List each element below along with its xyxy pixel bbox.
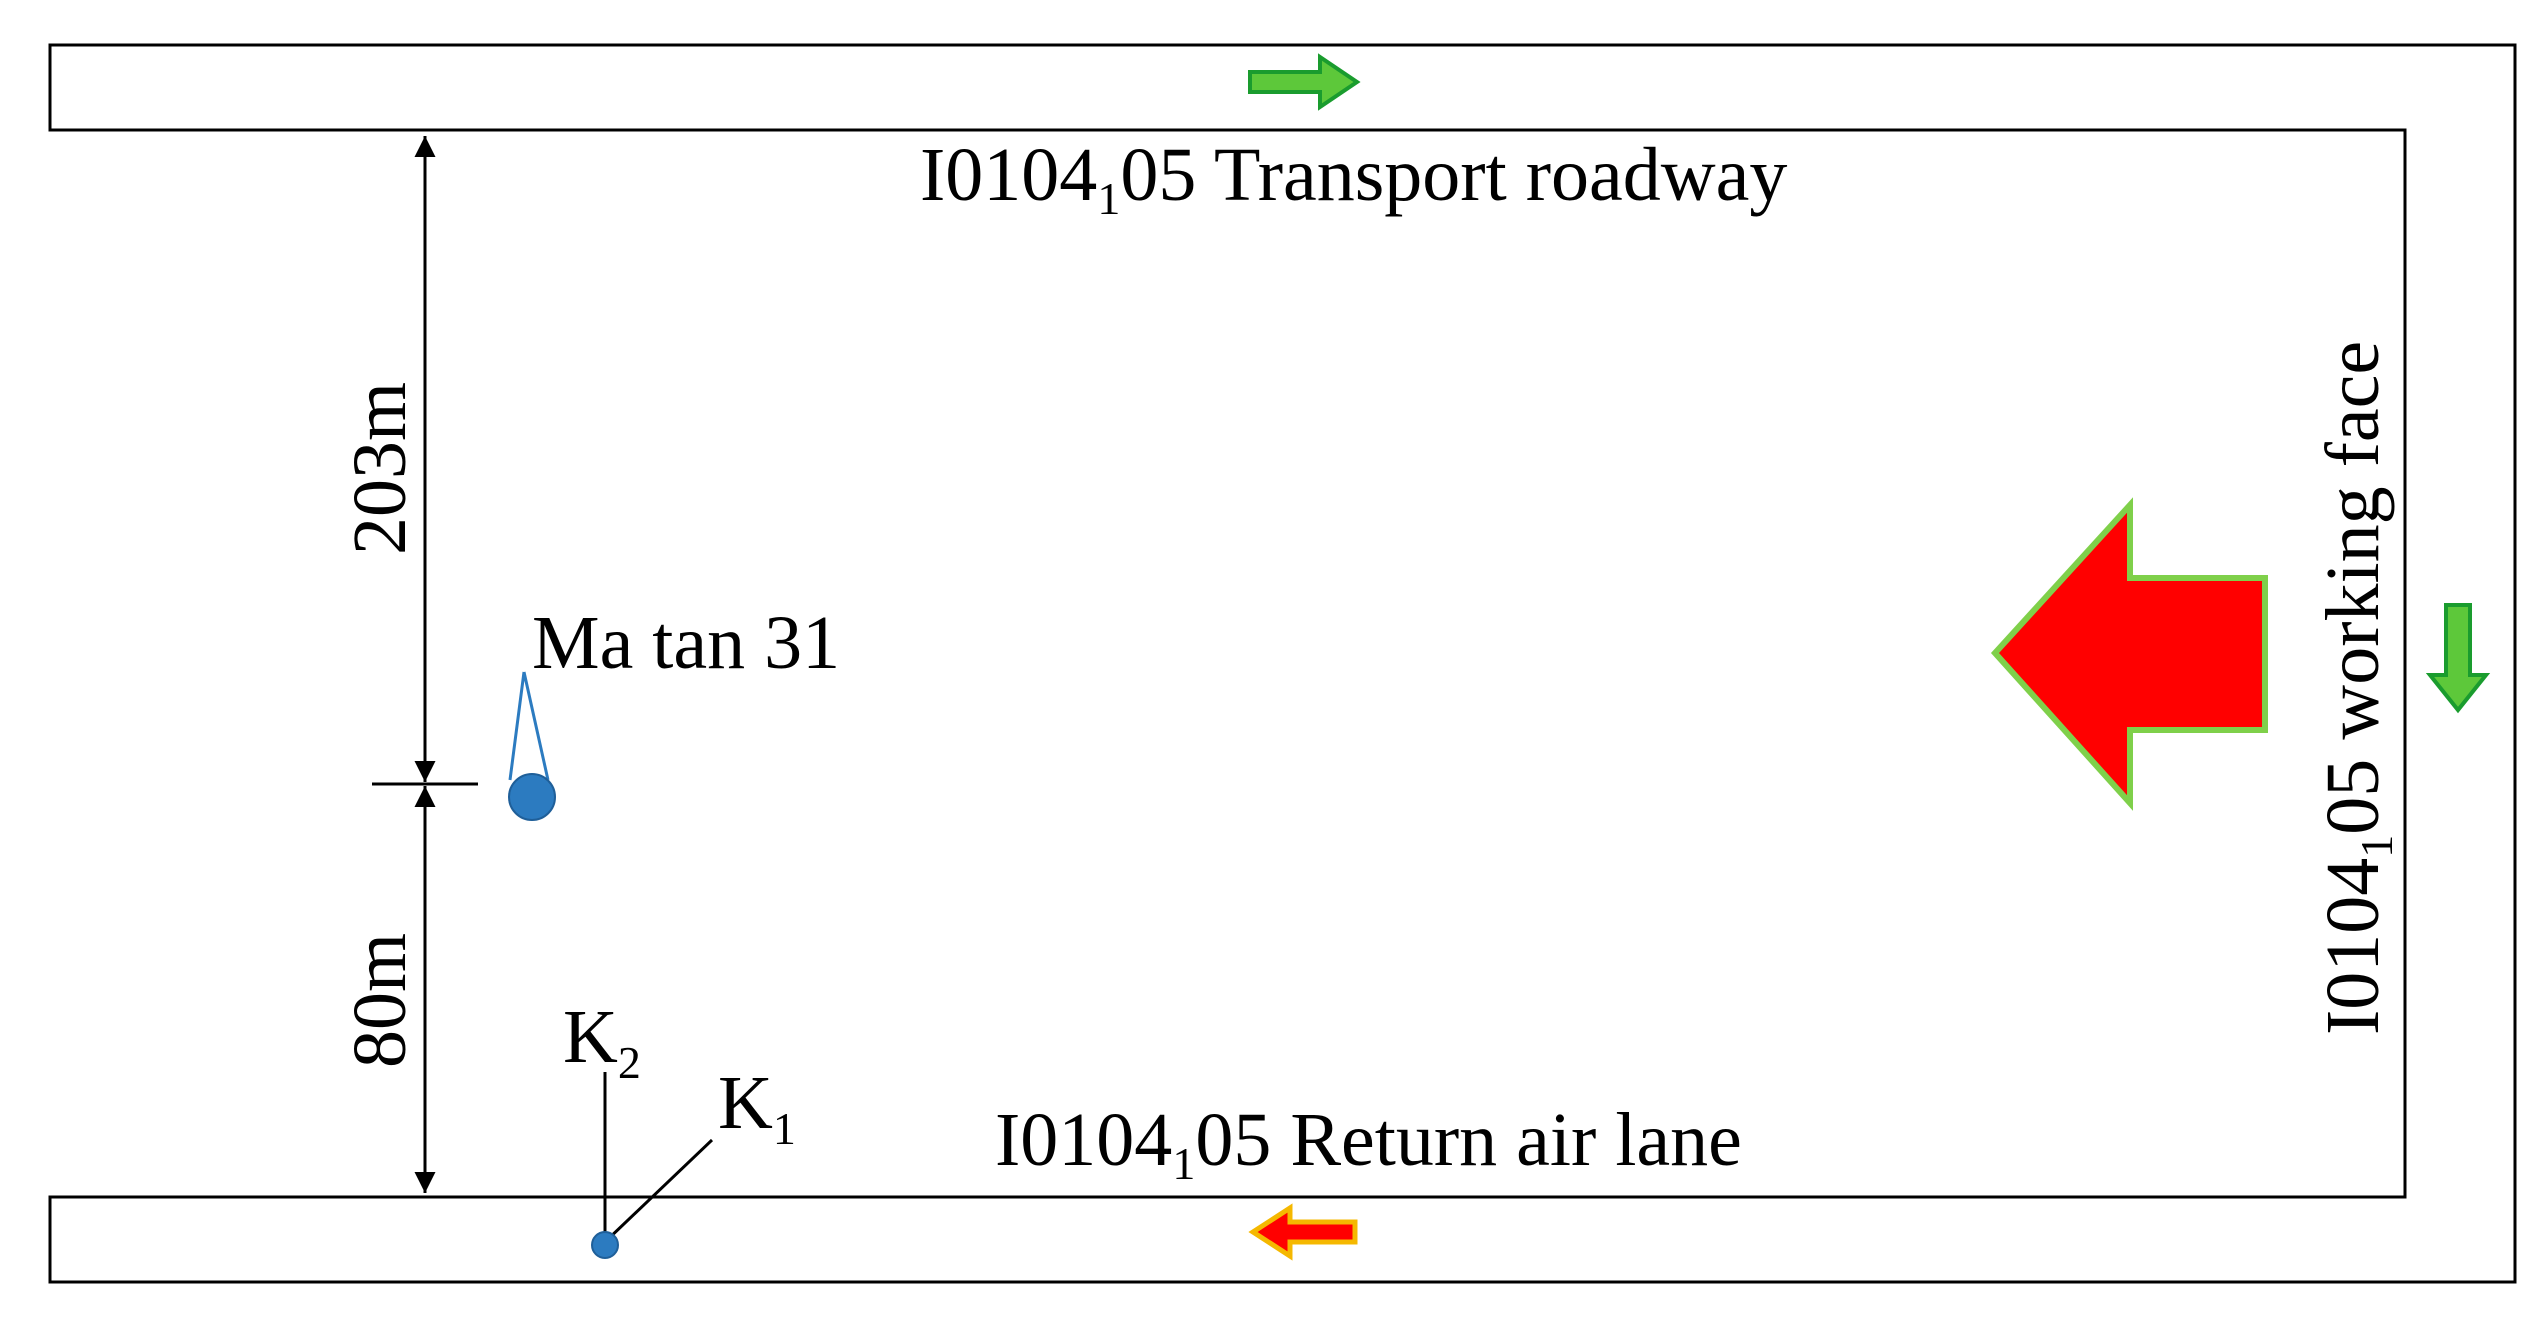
big-arrow-left-icon [1990, 497, 2268, 811]
k1-leader [603, 1138, 714, 1244]
k2-label: K2 [563, 995, 641, 1088]
measurement-point-marker [591, 1231, 619, 1259]
return-air-lane-label: I0104105 Return air lane [995, 1098, 1742, 1189]
arrow-right-icon [1248, 53, 1361, 111]
dimension-label-upper: 203m [338, 382, 422, 555]
arrow-left-icon [1248, 1203, 1358, 1261]
k1-label: K1 [718, 1061, 796, 1154]
borehole-cone [508, 671, 550, 781]
borehole-marker [508, 773, 556, 821]
arrow-down-icon [2425, 603, 2491, 714]
working-face-label: I0104105 working face [2311, 341, 2402, 1035]
borehole-label: Ma tan 31 [532, 601, 840, 685]
roadway-outline [48, 43, 2517, 1284]
transport-roadway-label: I0104105 Transport roadway [920, 133, 1787, 224]
dimension-label-lower: 80m [338, 933, 422, 1068]
